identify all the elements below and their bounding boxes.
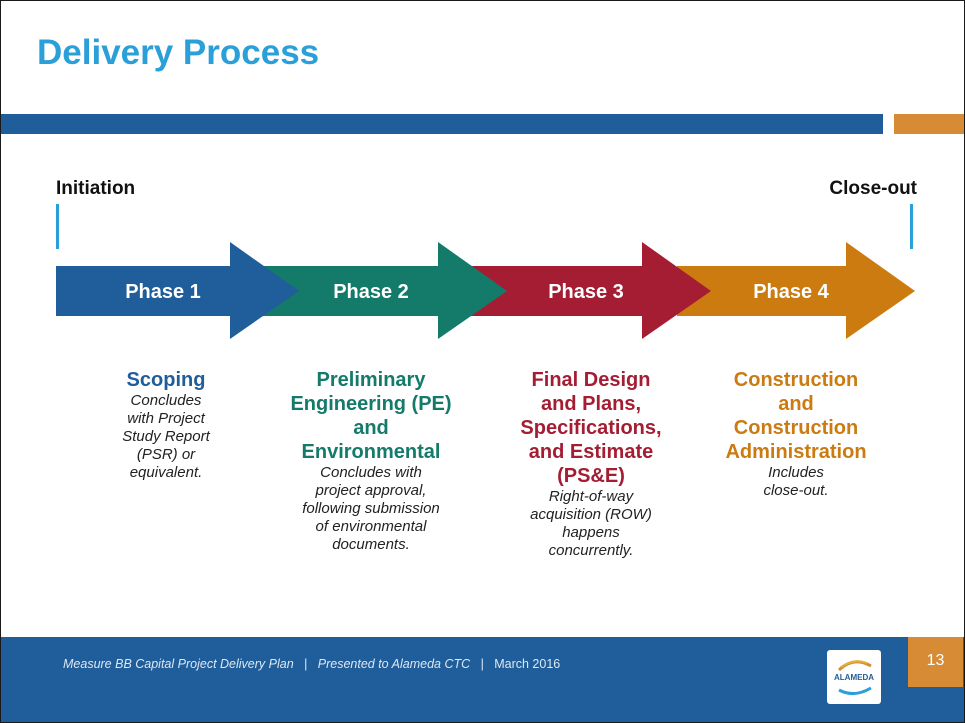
description-line: documents. <box>332 536 410 553</box>
phase-2-label: Phase 2 <box>333 281 409 303</box>
phase-4-arrow <box>677 242 915 339</box>
phase-4-details: Construction and Construction Administra… <box>706 368 886 500</box>
phase-2-details: Preliminary Engineering (PE) and Environ… <box>271 368 471 554</box>
phase-2-heading: Preliminary Engineering (PE) and Environ… <box>271 368 471 464</box>
phase-2-description: Concludes with project approval, followi… <box>271 464 471 554</box>
footer-separator: | <box>304 657 308 671</box>
phase-1-details: Scoping Concludes with Project Study Rep… <box>91 368 241 482</box>
description-line: with Project <box>127 410 205 427</box>
description-line: (PSR) or <box>136 446 196 463</box>
description-line: happens <box>562 524 620 541</box>
logo-mark: ALAMEDA <box>834 660 874 695</box>
description-line: concurrently. <box>548 542 634 559</box>
phase-1-label: Phase 1 <box>125 281 201 303</box>
heading-line: and Plans, <box>540 393 642 415</box>
page-number-box <box>908 637 963 687</box>
phase-4-description: Includes close-out. <box>706 464 886 500</box>
footer-plan: Measure BB Capital Project Delivery Plan <box>63 657 294 671</box>
phase-3-description: Right-of-way acquisition (ROW) happens c… <box>496 488 686 560</box>
description-line: equivalent. <box>129 464 203 481</box>
description-line: following submission <box>302 500 440 517</box>
closeout-tick <box>910 204 913 249</box>
phase-2-arrow <box>251 242 507 339</box>
heading-line: Final Design <box>531 369 651 391</box>
heading-line: Construction <box>733 369 859 391</box>
heading-line: and <box>778 393 814 415</box>
page-number: 13 <box>926 652 945 669</box>
header-band-orange <box>894 114 964 134</box>
description-line: Study Report <box>122 428 210 445</box>
heading-line: Scoping <box>126 369 206 391</box>
description-line: Right-of-way <box>548 488 634 505</box>
phase-3-label: Phase 3 <box>548 281 624 303</box>
heading-line: Environmental <box>301 441 441 463</box>
description-line: close-out. <box>763 482 829 499</box>
heading-line: Engineering (PE) <box>290 393 452 415</box>
alameda-ctc-logo: ALAMEDA <box>827 650 881 704</box>
phase-3-heading: Final Design and Plans, Specifications, … <box>496 368 686 488</box>
heading-line: (PS&E) <box>557 465 625 487</box>
initiation-label: Initiation <box>56 178 136 199</box>
description-line: project approval, <box>315 482 427 499</box>
phase-1-heading: Scoping <box>91 368 241 392</box>
heading-line: and <box>353 417 389 439</box>
phase-4-heading: Construction and Construction Administra… <box>706 368 886 464</box>
phase-arrows <box>56 242 915 339</box>
heading-line: Specifications, <box>520 417 662 439</box>
slide-title: Delivery Process <box>37 33 320 72</box>
phase-1-description: Concludes with Project Study Report (PSR… <box>91 392 241 482</box>
heading-line: Preliminary <box>316 369 426 391</box>
description-line: Concludes with <box>320 464 422 481</box>
closeout-label: Close-out <box>829 178 917 199</box>
description-line: Concludes <box>130 392 202 409</box>
heading-line: Administration <box>725 441 867 463</box>
footer-date: March 2016 <box>494 657 561 671</box>
footer-bar <box>1 637 964 722</box>
description-line: acquisition (ROW) <box>530 506 652 523</box>
phase-4-label: Phase 4 <box>753 281 829 303</box>
footer-separator: | <box>480 657 484 671</box>
initiation-tick <box>56 204 59 249</box>
logo-text: ALAMEDA <box>834 673 874 682</box>
heading-line: Construction <box>733 417 859 439</box>
phase-3-details: Final Design and Plans, Specifications, … <box>496 368 686 560</box>
description-line: of environmental <box>315 518 427 535</box>
footer-text: Measure BB Capital Project Delivery Plan… <box>63 657 560 671</box>
phase-3-arrow <box>461 242 711 339</box>
phase-1-arrow <box>56 242 299 339</box>
heading-line: and Estimate <box>528 441 654 463</box>
header-band-blue <box>1 114 883 134</box>
footer-presented: Presented to Alameda CTC <box>317 657 471 671</box>
description-line: Includes <box>768 464 824 481</box>
